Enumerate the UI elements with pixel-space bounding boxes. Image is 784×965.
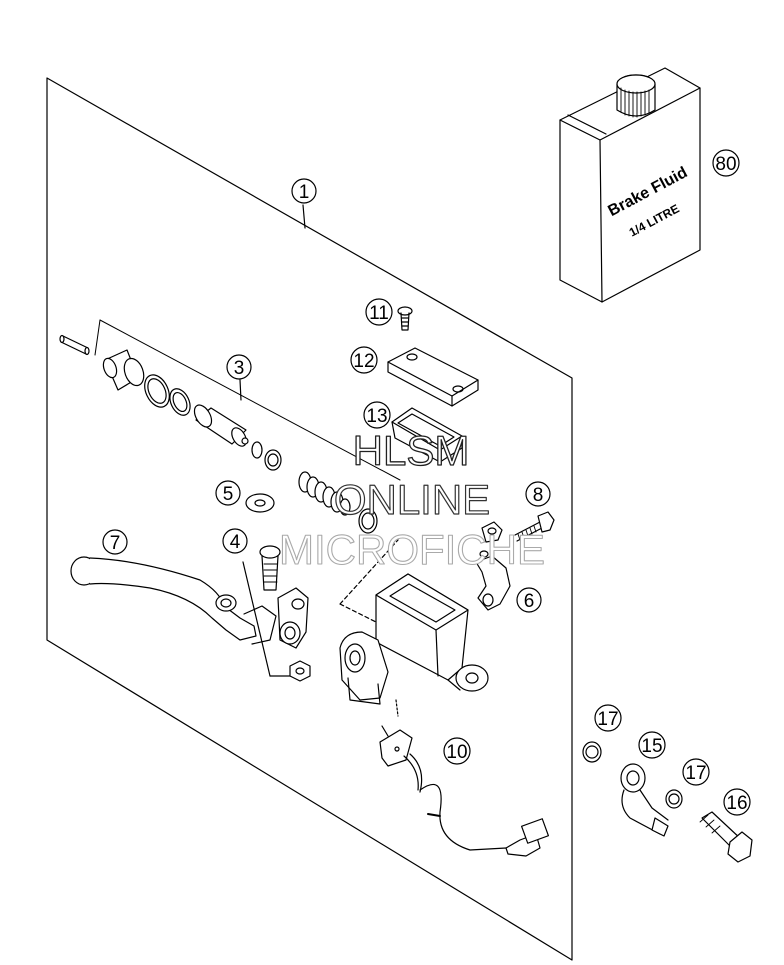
reservoir-cover-part-12[interactable] bbox=[387, 347, 479, 407]
svg-text:6: 6 bbox=[524, 591, 535, 612]
sealing-washer-17b[interactable] bbox=[665, 789, 683, 809]
watermark: HLSM ONLINE MICROFICHE bbox=[278, 426, 545, 573]
svg-text:3: 3 bbox=[234, 358, 245, 379]
svg-text:1: 1 bbox=[299, 182, 310, 203]
sealing-washer-17a[interactable] bbox=[582, 741, 602, 763]
callout-3[interactable]: 3 bbox=[226, 354, 252, 401]
callout-17b[interactable]: 17 bbox=[682, 758, 710, 786]
watermark-line3: MICROFICHE bbox=[279, 526, 545, 573]
seal-ring-1[interactable] bbox=[140, 371, 174, 411]
svg-text:5: 5 bbox=[223, 484, 234, 505]
pin-part[interactable] bbox=[59, 334, 90, 356]
svg-text:8: 8 bbox=[533, 485, 544, 506]
callout-17a[interactable]: 17 bbox=[594, 704, 622, 732]
master-cylinder-body[interactable] bbox=[339, 539, 489, 705]
o-ring[interactable] bbox=[358, 508, 378, 534]
bolt-part-8[interactable] bbox=[481, 511, 555, 543]
lever-bracket[interactable] bbox=[277, 587, 309, 649]
lock-nut[interactable] bbox=[289, 660, 311, 682]
washer-part-5[interactable] bbox=[245, 493, 275, 513]
svg-text:10: 10 bbox=[446, 742, 467, 763]
pivot-bolt-part-4[interactable] bbox=[242, 545, 307, 677]
screw-part-11[interactable] bbox=[397, 306, 413, 331]
banjo-bolt-part-16[interactable] bbox=[699, 811, 753, 863]
diaphragm-part-13[interactable] bbox=[391, 407, 463, 463]
callout-6[interactable]: 6 bbox=[516, 587, 542, 613]
bottle-cap bbox=[616, 74, 656, 118]
banjo-fitting-part-15[interactable] bbox=[620, 763, 669, 837]
callout-10[interactable]: 10 bbox=[443, 737, 471, 765]
callout-15[interactable]: 15 bbox=[638, 731, 666, 759]
brake-lever-part-7[interactable] bbox=[70, 556, 277, 645]
svg-text:12: 12 bbox=[353, 351, 374, 372]
spring-part[interactable] bbox=[298, 471, 351, 516]
leader-1 bbox=[302, 204, 306, 229]
piston-part[interactable] bbox=[191, 402, 249, 449]
assembly-boundary bbox=[46, 77, 573, 961]
seal-ring-2[interactable] bbox=[166, 386, 194, 419]
callout-8[interactable]: 8 bbox=[525, 481, 551, 507]
clamp-part-6[interactable] bbox=[475, 550, 511, 611]
svg-text:17: 17 bbox=[685, 763, 706, 784]
callout-13[interactable]: 13 bbox=[363, 401, 391, 429]
callout-5[interactable]: 5 bbox=[215, 480, 241, 506]
watermark-line2: ONLINE bbox=[334, 476, 490, 523]
svg-text:4: 4 bbox=[230, 532, 241, 553]
svg-text:7: 7 bbox=[110, 533, 121, 554]
brake-fluid-bottle[interactable]: Brake Fluid 1/4 LITRE bbox=[559, 67, 701, 303]
svg-text:11: 11 bbox=[369, 303, 389, 324]
callout-12[interactable]: 12 bbox=[350, 346, 378, 374]
cup-seal[interactable] bbox=[264, 449, 282, 471]
svg-text:17: 17 bbox=[597, 709, 618, 730]
svg-text:16: 16 bbox=[726, 793, 747, 814]
subgroup-outline-3 bbox=[94, 319, 101, 356]
callout-7[interactable]: 7 bbox=[102, 529, 128, 555]
callout-1[interactable]: 1 bbox=[291, 178, 317, 204]
svg-text:15: 15 bbox=[641, 736, 662, 757]
callout-16[interactable]: 16 bbox=[723, 788, 751, 816]
dust-boot-part[interactable] bbox=[101, 349, 147, 391]
callout-11[interactable]: 11 bbox=[365, 298, 393, 326]
washer-small[interactable] bbox=[251, 441, 263, 459]
brake-switch-part-10[interactable] bbox=[379, 699, 550, 857]
callout-4[interactable]: 4 bbox=[222, 528, 248, 554]
callout-80[interactable]: 80 bbox=[712, 149, 740, 177]
svg-text:80: 80 bbox=[715, 154, 736, 175]
svg-text:13: 13 bbox=[366, 406, 387, 427]
watermark-line1: HLSM bbox=[353, 427, 470, 474]
